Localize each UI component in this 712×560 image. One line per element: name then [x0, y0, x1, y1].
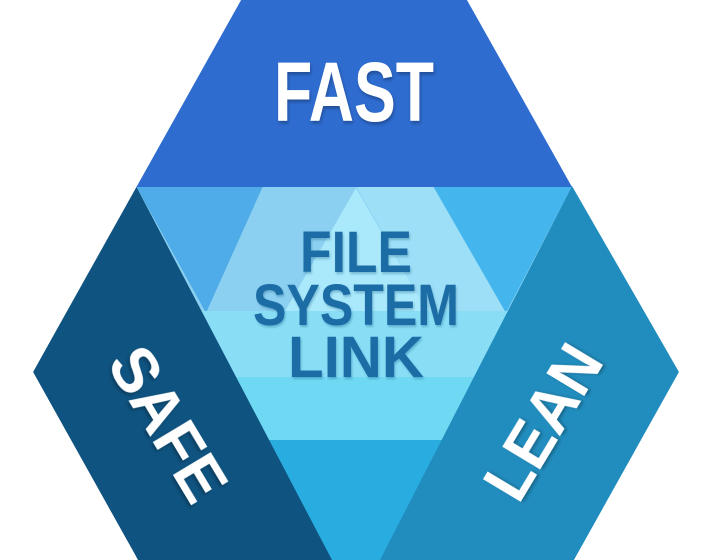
safe-face	[33, 186, 332, 560]
center-title-line1: FILE	[300, 220, 412, 285]
center-title-line2: SYSTEM	[253, 273, 459, 338]
center-title-line3: LINK	[288, 325, 424, 390]
center-overlap-mid-right-triangle	[433, 186, 572, 313]
center-overlap-lightest-triangle	[285, 188, 427, 311]
fast-label: FAST	[274, 45, 434, 139]
center-title: FILE SYSTEM LINK	[253, 220, 459, 390]
fast-face	[136, 0, 572, 187]
center-overlap-mid-left-triangle	[136, 186, 263, 313]
lean-face	[380, 186, 679, 560]
